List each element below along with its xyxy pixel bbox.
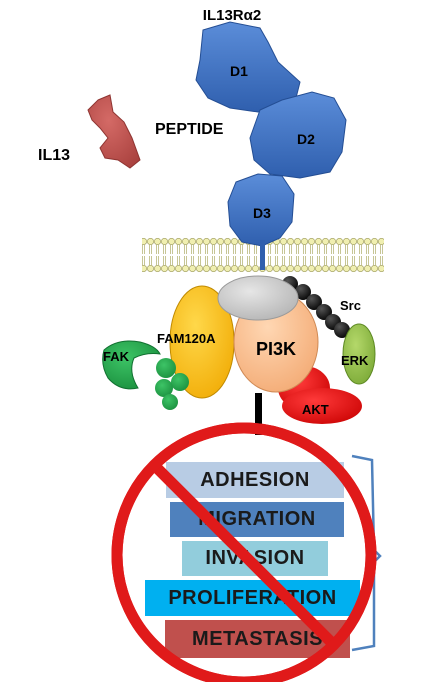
receptor-label: IL13Rα2 xyxy=(202,7,262,24)
receptor-d3 xyxy=(227,173,295,247)
pi3k-label: PI3K xyxy=(255,339,297,359)
il13ra2-receptor xyxy=(195,21,347,270)
d2-label: D2 xyxy=(297,131,315,147)
erk-protein xyxy=(342,323,376,385)
invasion-label: INVASION xyxy=(205,547,305,569)
src-label: Src xyxy=(340,298,361,313)
fak-label: FAK xyxy=(103,349,129,364)
fak-linker-beads xyxy=(155,358,189,410)
proliferation-label: PROLIFERATION xyxy=(168,586,337,609)
il13-label: IL13 xyxy=(38,147,71,164)
d3-label: D3 xyxy=(253,205,271,221)
adhesion-label: ADHESION xyxy=(200,468,310,491)
transmembrane-segment xyxy=(260,240,265,270)
fak-protein xyxy=(102,340,161,390)
peptide-label: PEPTIDE xyxy=(155,121,224,138)
migration-label: MIGRATION xyxy=(198,508,316,530)
d1-label: D1 xyxy=(230,63,248,79)
il13-ligand-shape xyxy=(87,94,141,169)
metastasis-label: METASTASIS xyxy=(192,627,323,650)
signal-arrow xyxy=(255,393,262,435)
fam120a-label: FAM120A xyxy=(157,331,216,346)
src-kinase xyxy=(282,276,350,338)
erk-label: ERK xyxy=(341,353,369,368)
akt-label: AKT xyxy=(302,402,329,417)
grey-adaptor-protein xyxy=(217,275,299,321)
receptor-d2 xyxy=(249,91,347,179)
